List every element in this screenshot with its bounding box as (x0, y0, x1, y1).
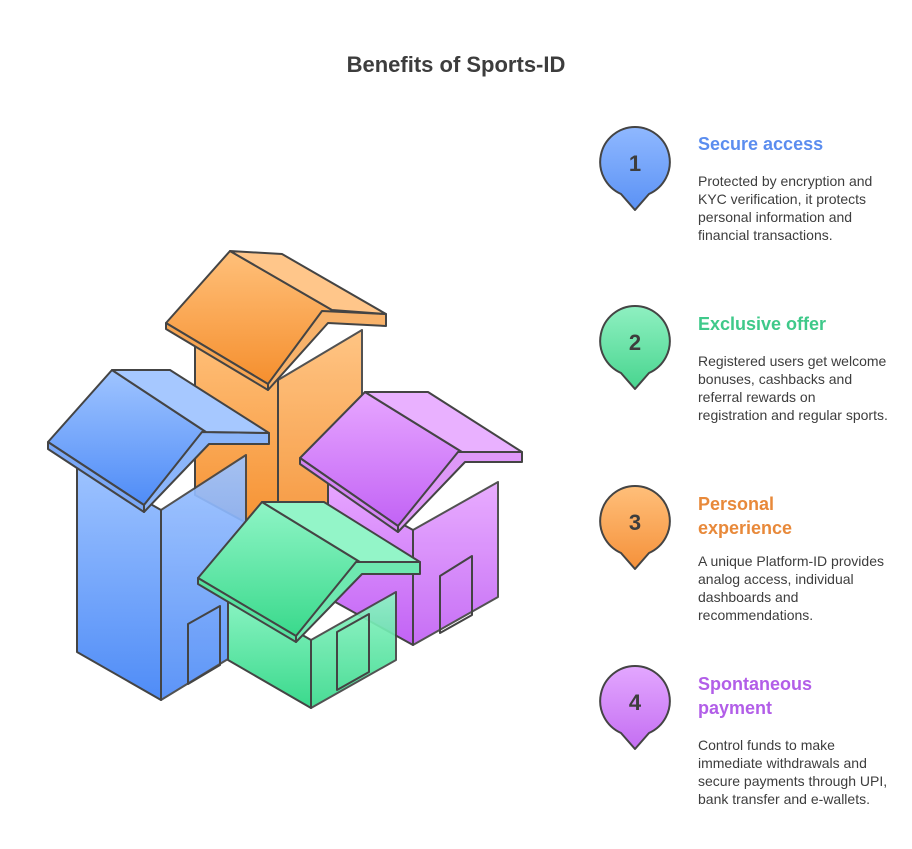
item-1-title: Secure access (698, 134, 824, 154)
item-4-title: Spontaneous payment (698, 674, 813, 718)
item-4-description: Control funds to make immediate withdraw… (698, 737, 888, 807)
marker-2-number: 2 (629, 330, 641, 355)
marker-3-number: 3 (629, 510, 641, 535)
item-3-title: Personal experience (698, 494, 793, 538)
marker-3-pin-icon: 3 (599, 485, 671, 570)
marker-4-pin-icon: 4 (599, 665, 671, 750)
marker-2-pin-icon: 2 (599, 305, 671, 390)
item-1-description: Protected by encryption and KYC verifica… (698, 173, 873, 243)
page-title: Benefits of Sports-ID (346, 52, 566, 77)
marker-1-number: 1 (629, 151, 641, 176)
item-2-description: Registered users get welcome bonuses, ca… (698, 353, 888, 423)
item-3-description: A unique Platform-ID provides analog acc… (698, 553, 884, 623)
marker-1-pin-icon: 1 (599, 126, 671, 211)
green-house (197, 501, 421, 709)
item-2-title: Exclusive offer (698, 314, 827, 334)
marker-4-number: 4 (629, 690, 642, 715)
